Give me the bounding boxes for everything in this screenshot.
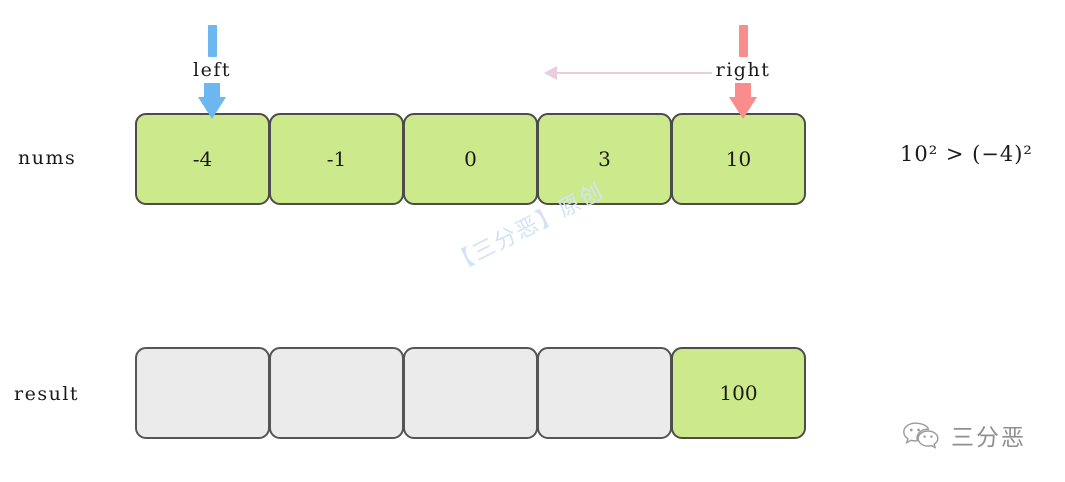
brand-mark: 三分恶 — [902, 418, 1026, 452]
nums-cell-4[interactable]: 10 — [671, 113, 806, 205]
result-cell-2[interactable] — [403, 347, 538, 439]
nums-cell-2-value: 0 — [464, 147, 477, 171]
nums-array: -4 -1 0 3 10 — [135, 113, 806, 205]
nums-cell-2[interactable]: 0 — [403, 113, 538, 205]
result-array: 100 — [135, 347, 806, 439]
brand-name: 三分恶 — [951, 425, 1026, 451]
left-pointer-shaft — [207, 25, 217, 57]
nums-cell-0-value: -4 — [192, 147, 213, 171]
left-pointer: left — [182, 25, 242, 119]
right-pointer-arrowhead-icon — [713, 83, 773, 119]
sweep-left-arrow-icon — [544, 66, 712, 80]
result-row-label: result — [14, 383, 80, 405]
nums-cell-1-value: -1 — [326, 147, 347, 171]
right-pointer: right — [713, 25, 773, 119]
right-pointer-shaft — [738, 25, 748, 57]
result-cell-3[interactable] — [537, 347, 672, 439]
right-pointer-label: right — [715, 59, 771, 81]
result-cell-4-value: 100 — [719, 381, 758, 405]
nums-cell-3[interactable]: 3 — [537, 113, 672, 205]
nums-cell-1[interactable]: -1 — [269, 113, 404, 205]
comparison-formula: 10² > (−4)² — [900, 142, 1033, 166]
nums-row-label: nums — [18, 147, 77, 169]
result-cell-4[interactable]: 100 — [671, 347, 806, 439]
left-pointer-label: left — [193, 59, 231, 81]
left-pointer-arrowhead-icon — [182, 83, 242, 119]
nums-cell-4-value: 10 — [725, 147, 752, 171]
result-cell-1[interactable] — [269, 347, 404, 439]
result-cell-0[interactable] — [135, 347, 270, 439]
wechat-logo-icon — [903, 422, 939, 449]
nums-cell-3-value: 3 — [598, 147, 611, 171]
nums-cell-0[interactable]: -4 — [135, 113, 270, 205]
